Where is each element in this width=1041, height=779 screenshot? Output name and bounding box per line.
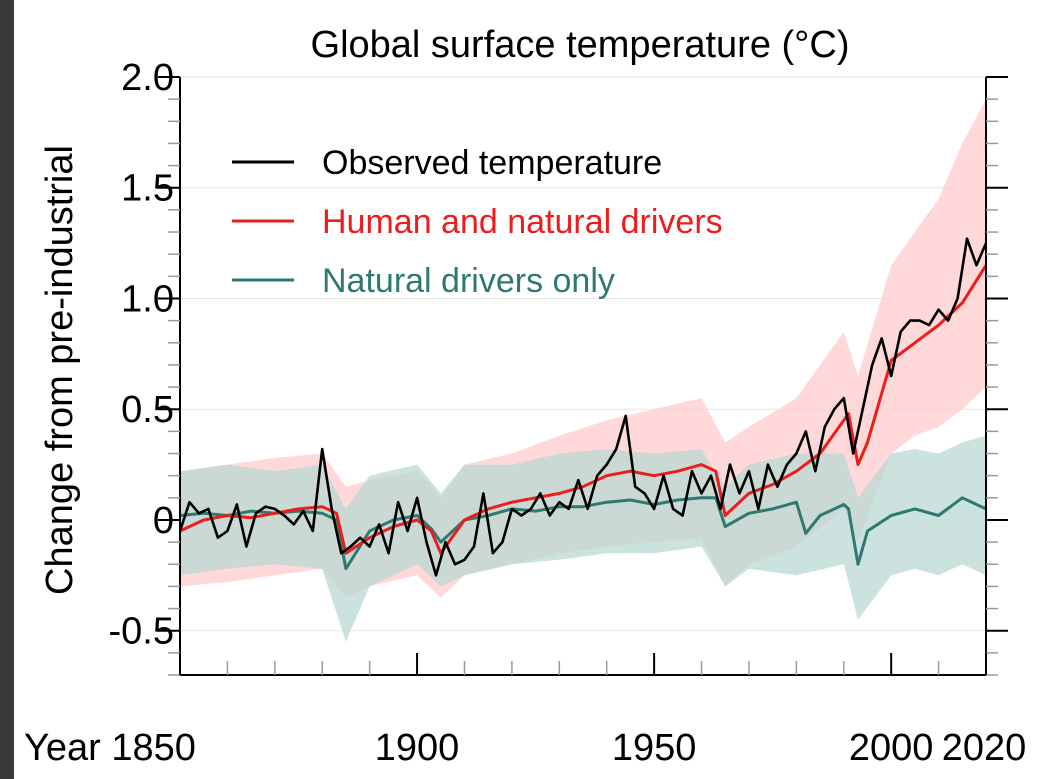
x-tick-label: 1950 [612, 727, 697, 769]
legend-natural-label: Natural drivers only [322, 262, 615, 300]
y-tick-label: 1.5 [121, 168, 174, 210]
y-tick-label: 0.5 [121, 389, 174, 431]
y-tick-label: 2.0 [121, 57, 174, 99]
y-tick-label: -0.5 [109, 611, 174, 653]
y-tick-label: 1.0 [121, 278, 174, 320]
axes [158, 76, 1008, 676]
x-tick-label: 1900 [375, 727, 460, 769]
y-tick-label: 0 [153, 500, 174, 542]
legend-observed-label: Observed temperature [322, 144, 662, 182]
observed-temperature-line [178, 237, 988, 577]
y-axis-label: Change from pre-industrial [39, 145, 81, 595]
chart-title: Global surface temperature (°C) [311, 24, 850, 66]
natural-drivers-band [180, 435, 986, 642]
x-tick-label: 2000 [849, 727, 934, 769]
x-tick-label: 2020 [942, 727, 1027, 769]
series-lines [178, 237, 988, 577]
x-tick-label: Year 1850 [24, 727, 196, 769]
legend-human-natural-label: Human and natural drivers [322, 203, 723, 241]
natural-drivers-line [179, 496, 987, 571]
